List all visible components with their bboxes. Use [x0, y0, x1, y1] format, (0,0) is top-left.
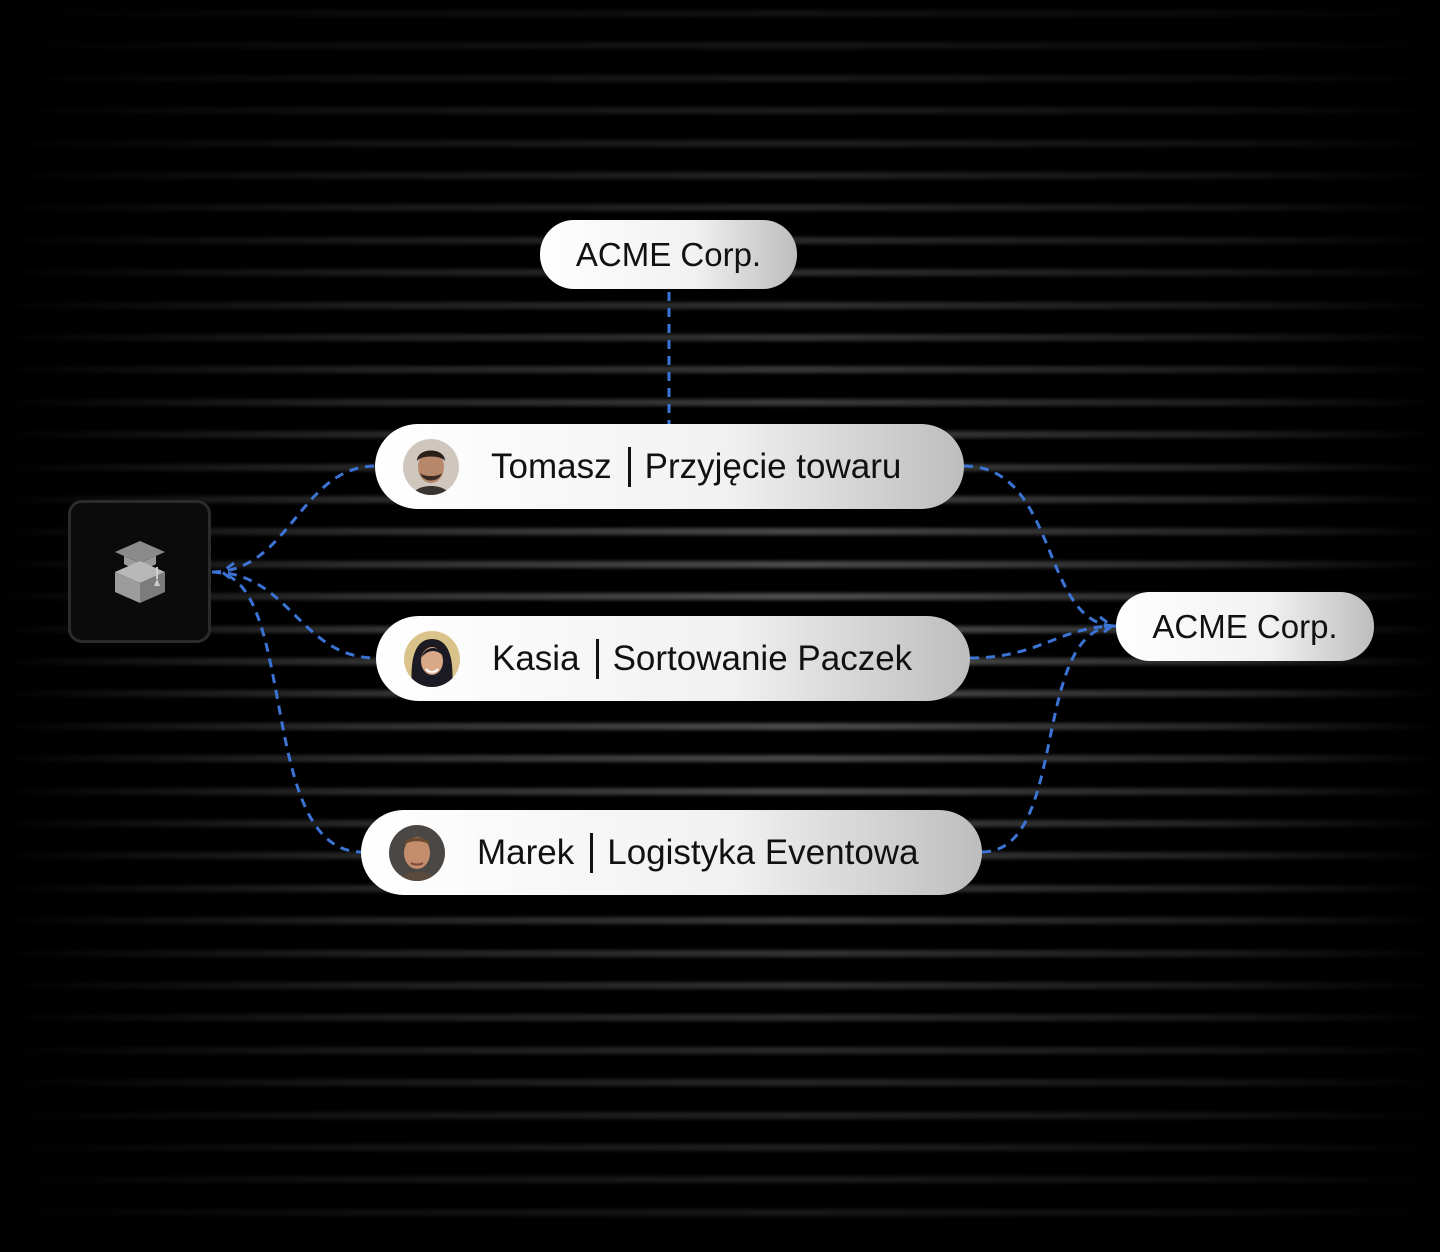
- connector-tomasz-to-right-org: [963, 464, 1117, 628]
- background-stripe: [0, 42, 1440, 49]
- person-role: Przyjęcie towaru: [644, 446, 902, 486]
- background-stripe: [0, 1176, 1440, 1183]
- background-stripe: [0, 107, 1440, 114]
- connector-hub-to-kasia: [211, 570, 377, 660]
- background-stripe: [0, 1047, 1440, 1054]
- arrowhead-right-org: [1099, 615, 1115, 637]
- connector-kasia-to-right-org: [969, 624, 1117, 660]
- background-stripe: [0, 1209, 1440, 1216]
- background-stripe: [0, 528, 1440, 535]
- background-stripe: [0, 1014, 1440, 1021]
- top-org-label: ACME Corp.: [575, 235, 762, 273]
- background-stripe: [0, 204, 1440, 211]
- person-name: Kasia: [492, 638, 580, 678]
- person-node-kasia[interactable]: Kasia Sortowanie Paczek: [376, 616, 970, 701]
- background-stripe: [0, 75, 1440, 82]
- connector-marek-to-right-org: [981, 624, 1117, 854]
- background-stripe: [0, 917, 1440, 924]
- background-stripe: [0, 334, 1440, 341]
- background-stripe: [0, 140, 1440, 147]
- person-role: Sortowanie Paczek: [612, 638, 913, 678]
- person-node-tomasz[interactable]: Tomasz Przyjęcie towaru: [375, 424, 964, 509]
- hub-node[interactable]: [68, 500, 211, 643]
- person-name: Marek: [477, 832, 575, 872]
- name-role-separator: [590, 832, 594, 873]
- man-dark-hair-avatar: [403, 438, 459, 495]
- background-stripe: [0, 366, 1440, 373]
- name-role-separator: [627, 446, 631, 487]
- connector-hub-to-marek: [211, 570, 363, 854]
- background-stripe: [0, 593, 1440, 600]
- box-with-graduation-cap-icon: [114, 540, 165, 603]
- background-stripe: [0, 561, 1440, 568]
- background-stripe: [0, 723, 1440, 730]
- background-stripe: [0, 10, 1440, 17]
- background-stripe: [0, 1112, 1440, 1119]
- connector-hub-to-tomasz: [211, 464, 377, 574]
- background-stripe: [0, 950, 1440, 957]
- top-org-node[interactable]: ACME Corp.: [540, 220, 797, 289]
- background-stripe: [0, 788, 1440, 795]
- person-name: Tomasz: [491, 446, 612, 486]
- background-stripe: [0, 1144, 1440, 1151]
- right-org-node[interactable]: ACME Corp.: [1116, 592, 1374, 661]
- arrowhead-hub: [219, 561, 235, 583]
- person-node-marek[interactable]: Marek Logistyka Eventowa: [361, 810, 982, 895]
- background-stripe: [0, 172, 1440, 179]
- right-org-label: ACME Corp.: [1152, 607, 1338, 645]
- background-stripe: [0, 755, 1440, 762]
- man-short-hair-avatar: [389, 824, 445, 881]
- woman-dark-hair-avatar: [404, 630, 460, 687]
- background-stripe: [0, 1079, 1440, 1086]
- name-role-separator: [595, 638, 599, 679]
- background-stripe: [0, 399, 1440, 406]
- background-stripe: [0, 982, 1440, 989]
- background-stripe: [0, 302, 1440, 309]
- person-role: Logistyka Eventowa: [607, 832, 919, 872]
